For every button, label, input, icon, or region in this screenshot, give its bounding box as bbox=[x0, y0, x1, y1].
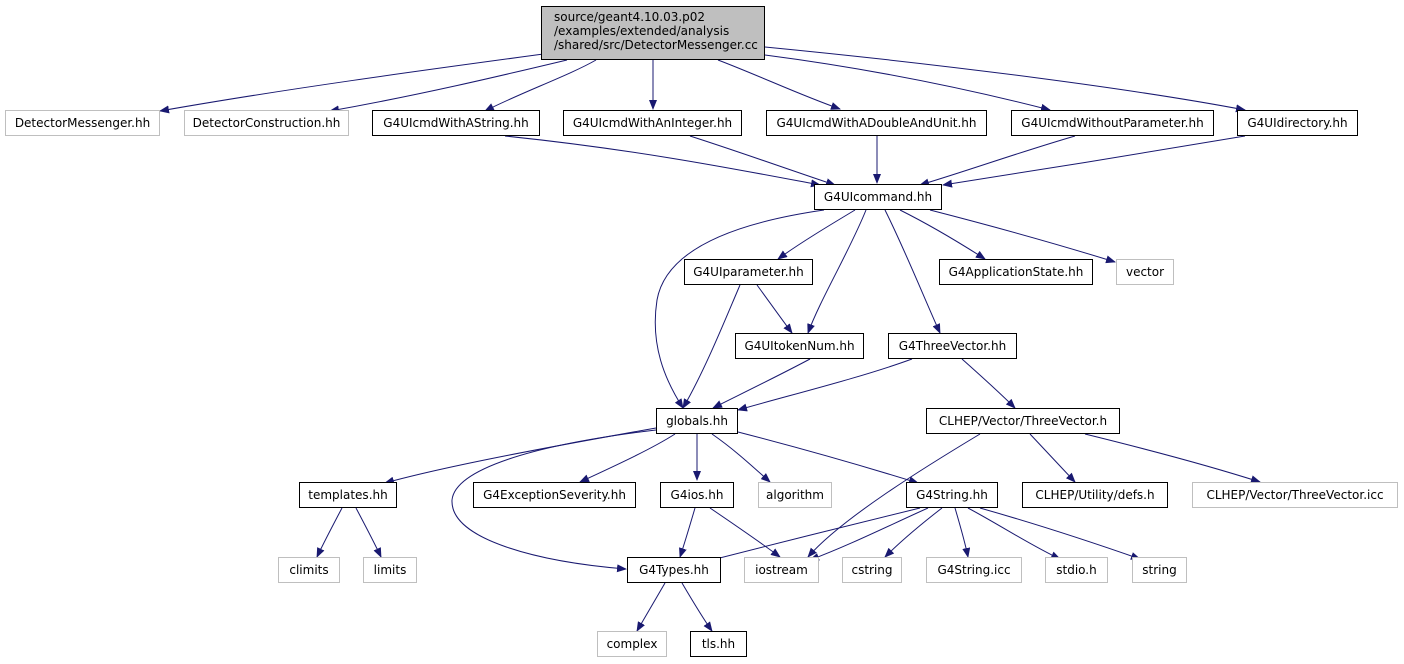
edge-g4uicommand-to-g4uiparameter bbox=[777, 209, 856, 260]
node-g4uicommand[interactable]: G4UIcommand.hh bbox=[814, 184, 942, 210]
edge-g4uicommand-to-g4application-state bbox=[899, 209, 986, 260]
edge-root-to-g4uicmd-without-parameter bbox=[764, 54, 1051, 112]
node-g4types[interactable]: G4Types.hh bbox=[627, 557, 721, 583]
edge-g4uicommand-to-vector bbox=[929, 209, 1116, 264]
node-tls[interactable]: tls.hh bbox=[690, 631, 747, 657]
edge-root-to-g4uicmd-with-adouble-and-unit bbox=[717, 59, 841, 110]
node-limits: limits bbox=[363, 557, 417, 583]
node-g4uicmd-with-astring[interactable]: G4UIcmdWithAString.hh bbox=[372, 110, 540, 136]
root-path-line-1: source/geant4.10.03.p02 bbox=[554, 10, 706, 24]
edge-g4string-to-iostream bbox=[809, 507, 929, 561]
node-clhep-three-vector-h[interactable]: CLHEP/Vector/ThreeVector.h bbox=[926, 408, 1120, 434]
edge-g4types-to-complex bbox=[636, 582, 666, 632]
edge-templates-to-limits bbox=[355, 507, 382, 558]
node-templates[interactable]: templates.hh bbox=[299, 482, 397, 508]
edge-astring-to-g4uicommand bbox=[504, 135, 821, 188]
edge-globals-to-g4exception-severity bbox=[579, 433, 676, 483]
edge-g4string-to-string bbox=[979, 507, 1141, 560]
node-g4application-state[interactable]: G4ApplicationState.hh bbox=[939, 259, 1093, 285]
edge-g4types-to-tls bbox=[681, 582, 713, 632]
node-detector-messenger-hh: DetectorMessenger.hh bbox=[5, 110, 160, 136]
node-clhep-defs[interactable]: CLHEP/Utility/defs.h bbox=[1022, 482, 1168, 508]
node-g4three-vector[interactable]: G4ThreeVector.hh bbox=[888, 333, 1017, 359]
node-iostream: iostream bbox=[744, 557, 819, 583]
node-string: string bbox=[1132, 557, 1187, 583]
edge-g4ios-to-g4types bbox=[679, 507, 696, 558]
edge-globals-to-g4string bbox=[737, 431, 919, 485]
edge-clhep-three-vector-h-to-iostream bbox=[807, 433, 981, 558]
edge-g4string-to-g4types bbox=[699, 507, 921, 565]
node-g4uicmd-without-parameter[interactable]: G4UIcmdWithoutParameter.hh bbox=[1011, 110, 1214, 136]
edge-g4uicommand-to-g4three-vector bbox=[884, 209, 941, 334]
edge-globals-to-g4types bbox=[451, 429, 657, 573]
edge-g4ios-to-iostream bbox=[709, 507, 781, 558]
node-globals[interactable]: globals.hh bbox=[656, 408, 738, 434]
node-g4uidirectory[interactable]: G4UIdirectory.hh bbox=[1237, 110, 1358, 136]
edge-aninteger-to-g4uicommand bbox=[689, 135, 836, 186]
edge-clhep-three-vector-h-to-clhep-three-vector-icc bbox=[1084, 433, 1261, 484]
edge-root-to-detector-messenger-hh bbox=[159, 52, 552, 114]
node-g4uicmd-with-adouble-and-unit[interactable]: G4UIcmdWithADoubleAndUnit.hh bbox=[766, 110, 987, 136]
root-node-detector-messenger-cc: source/geant4.10.03.p02 /examples/extend… bbox=[541, 6, 765, 60]
edge-g4uicommand-to-globals bbox=[654, 209, 825, 409]
node-g4string-icc: G4String.icc bbox=[926, 557, 1022, 583]
node-cstring: cstring bbox=[842, 557, 902, 583]
edge-g4uicommand-to-g4uitoken-num bbox=[807, 209, 867, 334]
node-algorithm: algorithm bbox=[758, 482, 832, 508]
edge-g4three-vector-to-globals bbox=[737, 358, 913, 412]
root-path-line-2: /examples/extended/analysis bbox=[554, 24, 730, 38]
edge-g4uitoken-num-to-globals bbox=[712, 358, 811, 409]
node-climits: climits bbox=[278, 557, 340, 583]
edge-g4uiparameter-to-g4uitoken-num bbox=[756, 284, 793, 334]
edge-g4three-vector-to-clhep-three-vector-h bbox=[961, 358, 1016, 409]
node-detector-construction-hh: DetectorConstruction.hh bbox=[184, 110, 349, 136]
edge-g4string-to-stdio bbox=[967, 507, 1061, 560]
node-clhep-three-vector-icc: CLHEP/Vector/ThreeVector.icc bbox=[1192, 482, 1398, 508]
node-complex: complex bbox=[597, 631, 667, 657]
edge-g4uiparameter-to-globals bbox=[682, 284, 741, 409]
edge-globals-to-algorithm bbox=[711, 433, 771, 483]
node-g4string[interactable]: G4String.hh bbox=[906, 482, 998, 508]
node-g4ios[interactable]: G4ios.hh bbox=[660, 482, 734, 508]
edge-root-to-detector-construction-hh bbox=[329, 59, 568, 114]
edge-root-to-g4uicmd-with-astring bbox=[484, 59, 597, 112]
node-vector: vector bbox=[1116, 259, 1174, 285]
node-g4exception-severity[interactable]: G4ExceptionSeverity.hh bbox=[473, 482, 636, 508]
root-path-line-3: /shared/src/DetectorMessenger.cc bbox=[554, 38, 758, 52]
edge-g4string-to-g4string-icc bbox=[954, 507, 971, 558]
edge-g4string-to-cstring bbox=[884, 507, 943, 558]
edge-clhep-three-vector-h-to-clhep-defs bbox=[1029, 433, 1076, 483]
node-g4uiparameter[interactable]: G4UIparameter.hh bbox=[684, 259, 813, 285]
edge-root-to-g4uidirectory bbox=[764, 46, 1246, 113]
node-g4uitoken-num[interactable]: G4UItokenNum.hh bbox=[735, 333, 864, 359]
edge-templates-to-climits bbox=[316, 507, 343, 558]
node-g4uicmd-with-aninteger[interactable]: G4UIcmdWithAnInteger.hh bbox=[563, 110, 742, 136]
edge-g4uidirectory-to-g4uicommand bbox=[942, 135, 1246, 188]
node-stdio: stdio.h bbox=[1045, 557, 1108, 583]
edge-without-parameter-to-g4uicommand bbox=[919, 135, 1076, 187]
